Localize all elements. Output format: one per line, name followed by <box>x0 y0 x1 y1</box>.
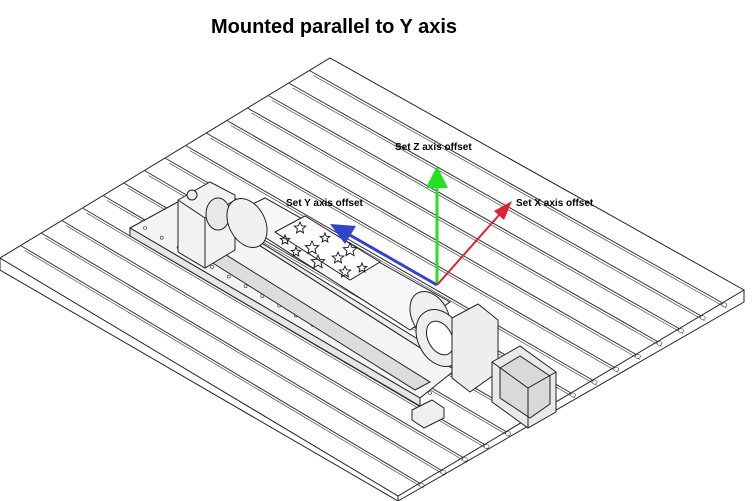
engraved-star <box>338 264 352 278</box>
y-axis-arrow <box>347 232 438 287</box>
bed-slot-end <box>440 469 447 475</box>
bed-slot-line <box>40 232 442 471</box>
bed-slot-line <box>230 125 641 360</box>
engraved-cylinder <box>226 197 451 341</box>
engraved-star <box>356 261 368 273</box>
diagram-title: Mounted parallel to Y axis <box>211 16 457 38</box>
rail-hole <box>428 391 432 395</box>
bed-slot-end <box>699 315 706 321</box>
bed-slot-line <box>292 87 705 322</box>
bed-slot-end <box>613 366 620 372</box>
engraved-star <box>319 231 331 243</box>
bed-slot-line <box>210 137 619 373</box>
bed-slot-line <box>247 107 658 342</box>
x-axis-arrowhead <box>494 201 512 220</box>
y-axis-arrowhead <box>330 224 356 244</box>
bed-slot-end <box>483 444 490 449</box>
axis-arrows <box>330 166 512 287</box>
bed-slot-line <box>206 132 615 368</box>
x-axis-arrow <box>436 213 501 286</box>
bed-slot-end <box>591 379 598 385</box>
bed-slot-line <box>251 112 662 347</box>
bed-slot-line <box>185 145 593 381</box>
engraved-star <box>331 250 345 264</box>
front-clamp <box>411 399 445 429</box>
x-axis-label: Set X axis offset <box>516 198 594 209</box>
rail-hole <box>243 284 248 289</box>
bed-slot-end <box>570 392 576 398</box>
bed-slot-line <box>45 237 446 476</box>
bed-slot-line <box>189 150 597 386</box>
stepper-motor <box>491 345 557 429</box>
z-axis-label: Set Z axis offset <box>395 142 472 153</box>
engraved-star <box>342 241 358 257</box>
rotary-base-rail <box>128 197 456 407</box>
rail-hole <box>210 265 214 269</box>
engraved-star <box>279 233 291 245</box>
bed-slot-line <box>65 225 468 463</box>
engraved-star <box>304 239 320 255</box>
bed-slot-line <box>24 250 424 489</box>
z-axis-arrowhead <box>426 166 448 188</box>
bed-slot-line <box>313 75 727 309</box>
engraved-star <box>293 220 307 234</box>
bed-slot-end <box>656 341 663 346</box>
chuck <box>415 303 499 393</box>
bed-slot-line <box>309 70 723 304</box>
bed-slot-end <box>635 354 641 359</box>
y-axis-label: Set Y axis offset <box>286 198 364 209</box>
bed-slot-line <box>61 220 464 458</box>
bed-slot-line <box>267 95 680 330</box>
bed-slot-line <box>226 120 637 355</box>
tailstock <box>177 181 236 269</box>
rail-hole <box>159 235 164 240</box>
rail-hole <box>227 274 231 279</box>
engraved-star <box>310 253 326 269</box>
bed-slot-end <box>678 328 684 333</box>
bed-slot-line <box>271 100 684 334</box>
bed-slot-end <box>462 457 468 462</box>
bed-slot-line <box>20 245 420 484</box>
bed-slot-end <box>721 302 728 308</box>
bed-slot-line <box>288 82 701 317</box>
engraved-star <box>290 245 302 257</box>
rail-hole <box>143 226 147 230</box>
bed-slot-end <box>505 431 511 436</box>
